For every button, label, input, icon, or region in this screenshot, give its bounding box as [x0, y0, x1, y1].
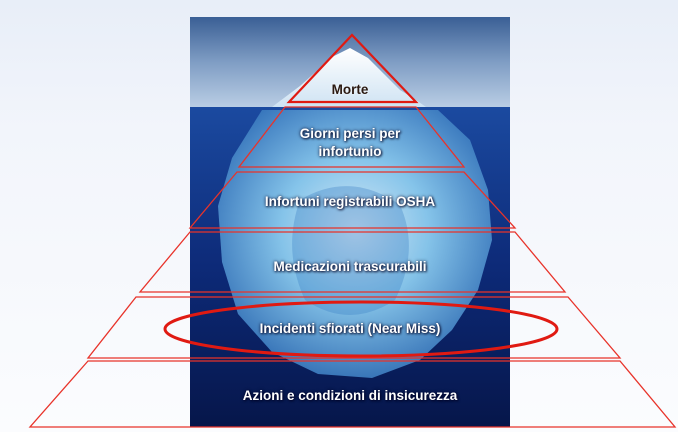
- pyramid-outline: [28, 33, 677, 428]
- iceberg-submerged: [218, 110, 492, 378]
- iceberg-tip: [272, 48, 426, 107]
- level-label-medicazioni: Medicazioni trascurabili: [273, 259, 427, 274]
- level-label-near-miss: Incidenti sfiorati (Near Miss): [259, 321, 441, 336]
- level-label-infortuni-osha: Infortuni registrabili OSHA: [264, 194, 436, 209]
- pyramid-level-giorni-persi: [237, 106, 466, 168]
- pyramid-level-infortuni-osha: [188, 171, 517, 229]
- level-label-morte: Morte: [331, 82, 369, 97]
- near-miss-highlight-ellipse: [163, 300, 559, 358]
- iceberg-shading: [292, 186, 409, 315]
- level-label-insicurezza: Azioni e condizioni di insicurezza: [242, 388, 458, 403]
- pyramid-level-near-miss: [86, 296, 622, 359]
- level-label-giorni-persi: Giorni persi per infortunio: [299, 126, 401, 159]
- pyramid-level-insicurezza: [28, 360, 677, 428]
- pyramid-level-medicazioni: [138, 231, 567, 293]
- pyramid-level-morte: [286, 33, 419, 104]
- iceberg-photo: [190, 17, 510, 427]
